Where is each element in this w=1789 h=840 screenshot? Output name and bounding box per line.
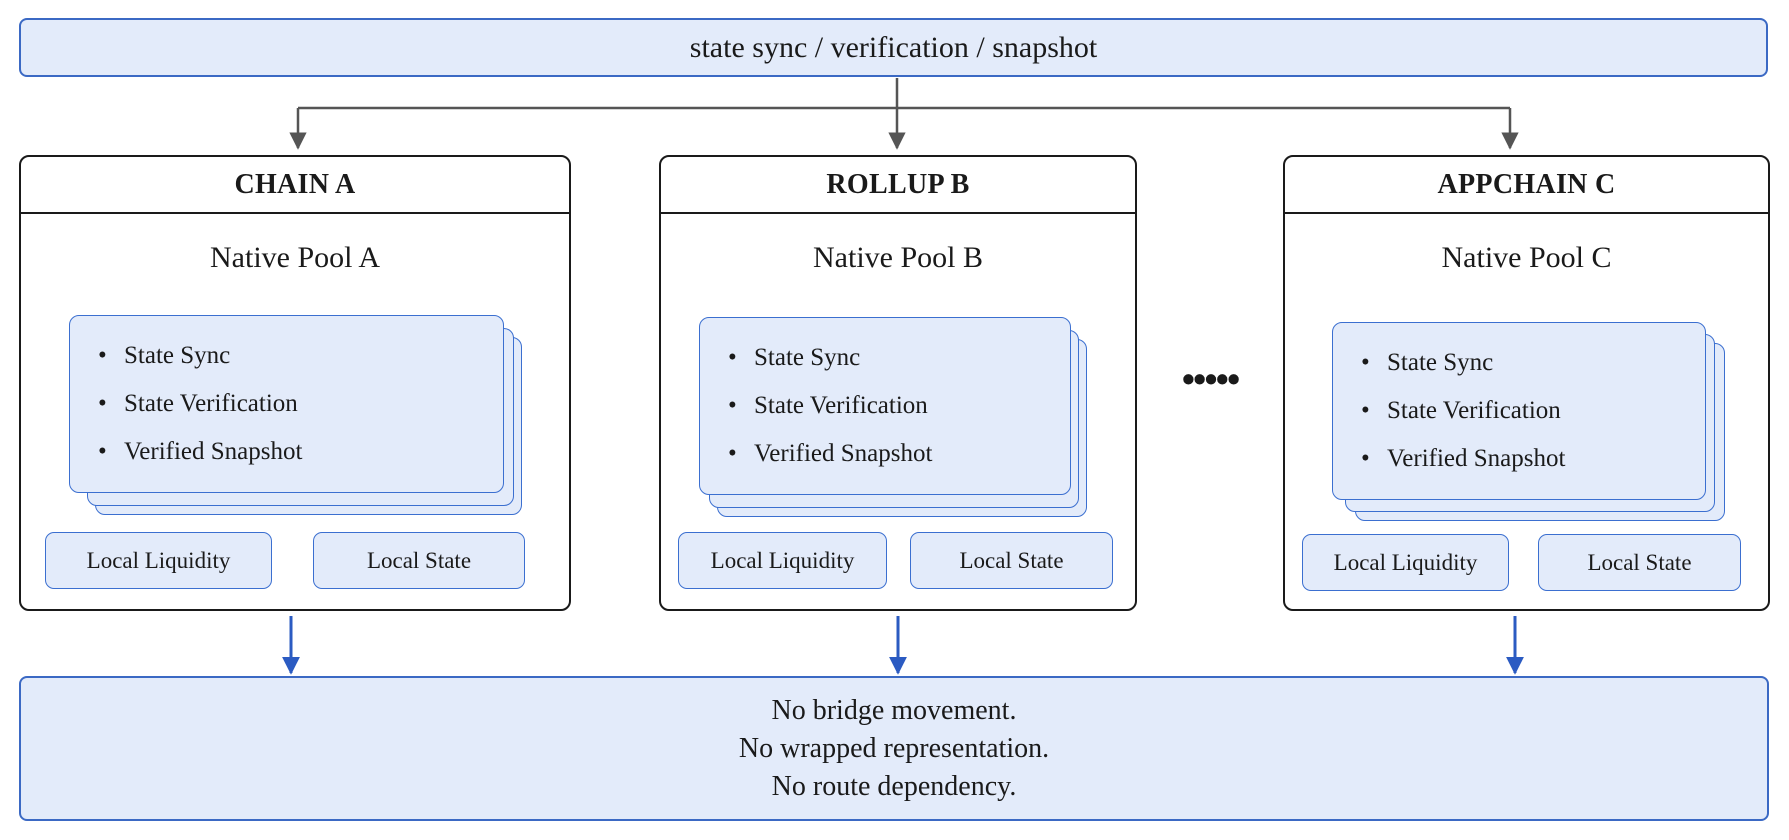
list-item: State Verification — [98, 380, 503, 428]
top-banner-label: state sync / verification / snapshot — [689, 30, 1098, 64]
list-item: State Sync — [728, 334, 1070, 382]
chain-a-title: CHAIN A — [21, 157, 569, 214]
native-pool-c-title: Native Pool C — [1441, 241, 1612, 274]
list-item: Verified Snapshot — [1361, 435, 1705, 483]
summary-banner: No bridge movement. No wrapped represent… — [19, 676, 1769, 821]
summary-line: No wrapped representation. — [738, 732, 1050, 764]
state-capabilities-card: State Sync State Verification Verified S… — [69, 315, 504, 493]
chain-a-panel: CHAIN A Native Pool A State Sync State V… — [19, 155, 571, 611]
local-state-chip: Local State — [313, 532, 525, 589]
local-state-chip: Local State — [910, 532, 1113, 589]
state-capabilities-card: State Sync State Verification Verified S… — [699, 317, 1071, 495]
native-pool-b-title: Native Pool B — [813, 241, 983, 274]
local-state-chip: Local State — [1538, 534, 1741, 591]
top-banner: state sync / verification / snapshot — [19, 18, 1768, 77]
rollup-b-panel: ROLLUP B Native Pool B State Sync State … — [659, 155, 1137, 611]
capabilities-list: State Sync State Verification Verified S… — [1333, 339, 1705, 483]
list-item: State Verification — [728, 382, 1070, 430]
summary-line: No bridge movement. — [771, 694, 1017, 726]
more-chains-ellipsis: ••••• — [1181, 359, 1241, 401]
capabilities-list: State Sync State Verification Verified S… — [70, 332, 503, 476]
local-liquidity-chip: Local Liquidity — [678, 532, 887, 589]
list-item: Verified Snapshot — [98, 428, 503, 476]
native-pool-a-title: Native Pool A — [210, 241, 380, 274]
appchain-c-panel: APPCHAIN C Native Pool C State Sync Stat… — [1283, 155, 1770, 611]
summary-line: No route dependency. — [771, 770, 1017, 802]
rollup-b-title: ROLLUP B — [661, 157, 1135, 214]
local-liquidity-chip: Local Liquidity — [1302, 534, 1509, 591]
state-capabilities-card: State Sync State Verification Verified S… — [1332, 322, 1706, 500]
capabilities-list: State Sync State Verification Verified S… — [700, 334, 1070, 478]
list-item: State Sync — [98, 332, 503, 380]
list-item: Verified Snapshot — [728, 430, 1070, 478]
local-liquidity-chip: Local Liquidity — [45, 532, 272, 589]
appchain-c-title: APPCHAIN C — [1285, 157, 1768, 214]
list-item: State Sync — [1361, 339, 1705, 387]
list-item: State Verification — [1361, 387, 1705, 435]
